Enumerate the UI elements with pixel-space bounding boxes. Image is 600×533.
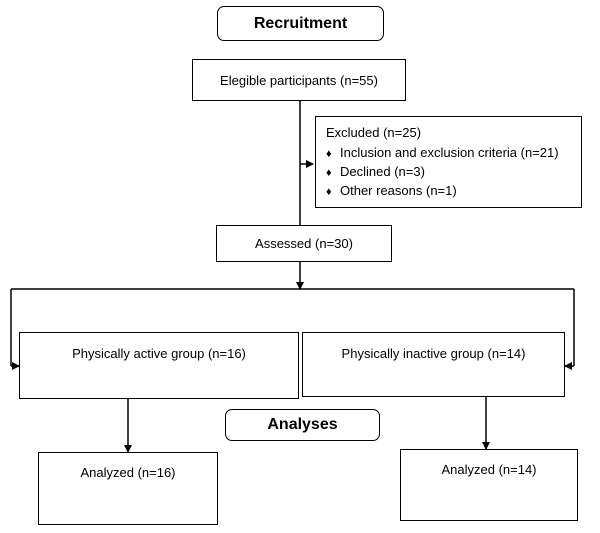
excluded-reason-item: ♦ Inclusion and exclusion criteria (n=21)	[326, 143, 559, 162]
excluded-reason-item: ♦ Other reasons (n=1)	[326, 181, 559, 200]
diamond-bullet-icon: ♦	[326, 167, 332, 179]
eligible-participants-box: Elegible participants (n=55)	[192, 59, 406, 101]
recruitment-header: Recruitment	[217, 6, 384, 41]
recruitment-label: Recruitment	[253, 14, 348, 32]
active-group-label: Physically active group (n=16)	[72, 346, 246, 361]
analyzed-active-box: Analyzed (n=16)	[38, 452, 218, 525]
diamond-bullet-icon: ♦	[326, 186, 332, 198]
inactive-group-label: Physically inactive group (n=14)	[341, 346, 526, 361]
inactive-group-box: Physically inactive group (n=14)	[302, 332, 565, 397]
assessed-box: Assessed (n=30)	[216, 225, 392, 262]
active-group-box: Physically active group (n=16)	[19, 332, 299, 399]
eligible-participants-label: Elegible participants (n=55)	[220, 72, 378, 88]
excluded-title: Excluded (n=25)	[326, 125, 422, 140]
analyses-label: Analyses	[267, 416, 338, 433]
excluded-reason-text: Inclusion and exclusion criteria (n=21)	[340, 145, 559, 160]
excluded-reasons-list: ♦ Inclusion and exclusion criteria (n=21)…	[326, 143, 559, 200]
analyzed-active-label: Analyzed (n=16)	[80, 465, 176, 480]
assessed-label: Assessed (n=30)	[255, 236, 353, 251]
analyses-header: Analyses	[225, 409, 380, 441]
diamond-bullet-icon: ♦	[326, 148, 332, 160]
analyzed-inactive-label: Analyzed (n=14)	[441, 462, 537, 477]
analyzed-inactive-box: Analyzed (n=14)	[400, 449, 578, 521]
excluded-reason-text: Other reasons (n=1)	[340, 183, 457, 198]
excluded-reason-text: Declined (n=3)	[340, 164, 425, 179]
excluded-box: Excluded (n=25) ♦ Inclusion and exclusion…	[315, 116, 582, 208]
excluded-reason-item: ♦ Declined (n=3)	[326, 162, 559, 181]
